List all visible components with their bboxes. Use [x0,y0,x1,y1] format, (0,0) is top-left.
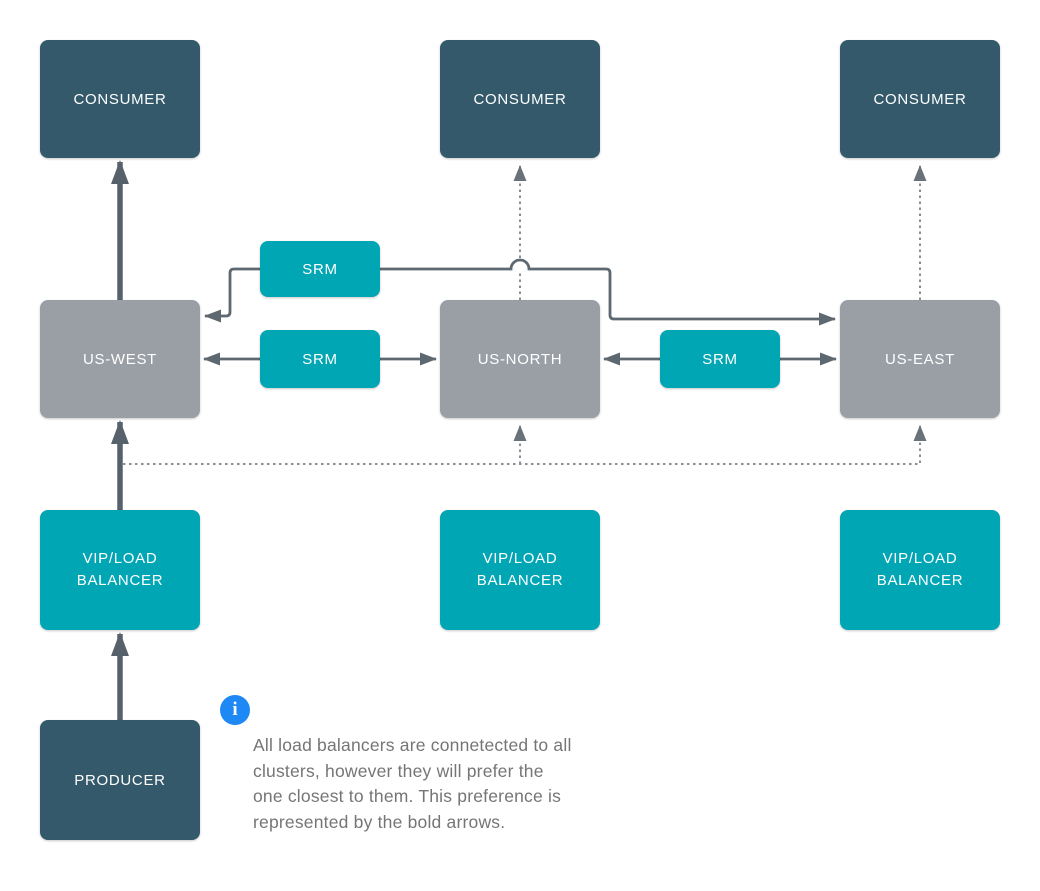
edge-lb-useast [123,425,927,465]
node-vip-north: VIP/LOAD BALANCER [440,510,600,630]
node-label: VIP/LOAD BALANCER [476,550,564,589]
node-label: SRM [302,260,338,278]
info-note-line: clusters, however they will prefer the [253,760,544,781]
info-note-line: one closest to them. This preference is [253,786,562,806]
node-us-north: US-NORTH [440,300,600,418]
node-vip-west: VIP/LOAD BALANCER [40,510,200,630]
node-srm-top: SRM [260,241,380,297]
node-label: VIP/LOAD BALANCER [876,550,964,589]
node-label: SRM [302,350,338,368]
node-label: CONSUMER [873,90,967,108]
node-label: CONSUMER [73,90,167,108]
node-consumer-west: CONSUMER [40,40,200,158]
node-producer: PRODUCER [40,720,200,840]
node-us-west: US-WEST [40,300,200,418]
info-note-line: All load balancers are connetected to al… [253,735,572,755]
node-label: US-EAST [885,350,955,368]
node-us-east: US-EAST [840,300,1000,418]
node-label: US-WEST [82,350,158,368]
node-label: VIP/LOAD BALANCER [76,550,164,589]
node-vip-east: VIP/LOAD BALANCER [840,510,1000,630]
edge-srmtop-uswest [204,267,260,323]
node-consumer-east: CONSUMER [840,40,1000,158]
node-consumer-north: CONSUMER [440,40,600,158]
info-icon: i [220,695,250,725]
node-label: US-NORTH [477,350,563,368]
node-srm-north-east: SRM [660,330,780,388]
node-label: PRODUCER [74,771,166,789]
node-srm-west-north: SRM [260,330,380,388]
info-note-line: represented by the bold arrows. [253,811,506,832]
edge-srmtop-useast [380,258,836,326]
info-note-text: All load balancers are connetected to al… [253,733,673,835]
node-label: CONSUMER [473,90,567,108]
node-label: SRM [702,350,738,368]
